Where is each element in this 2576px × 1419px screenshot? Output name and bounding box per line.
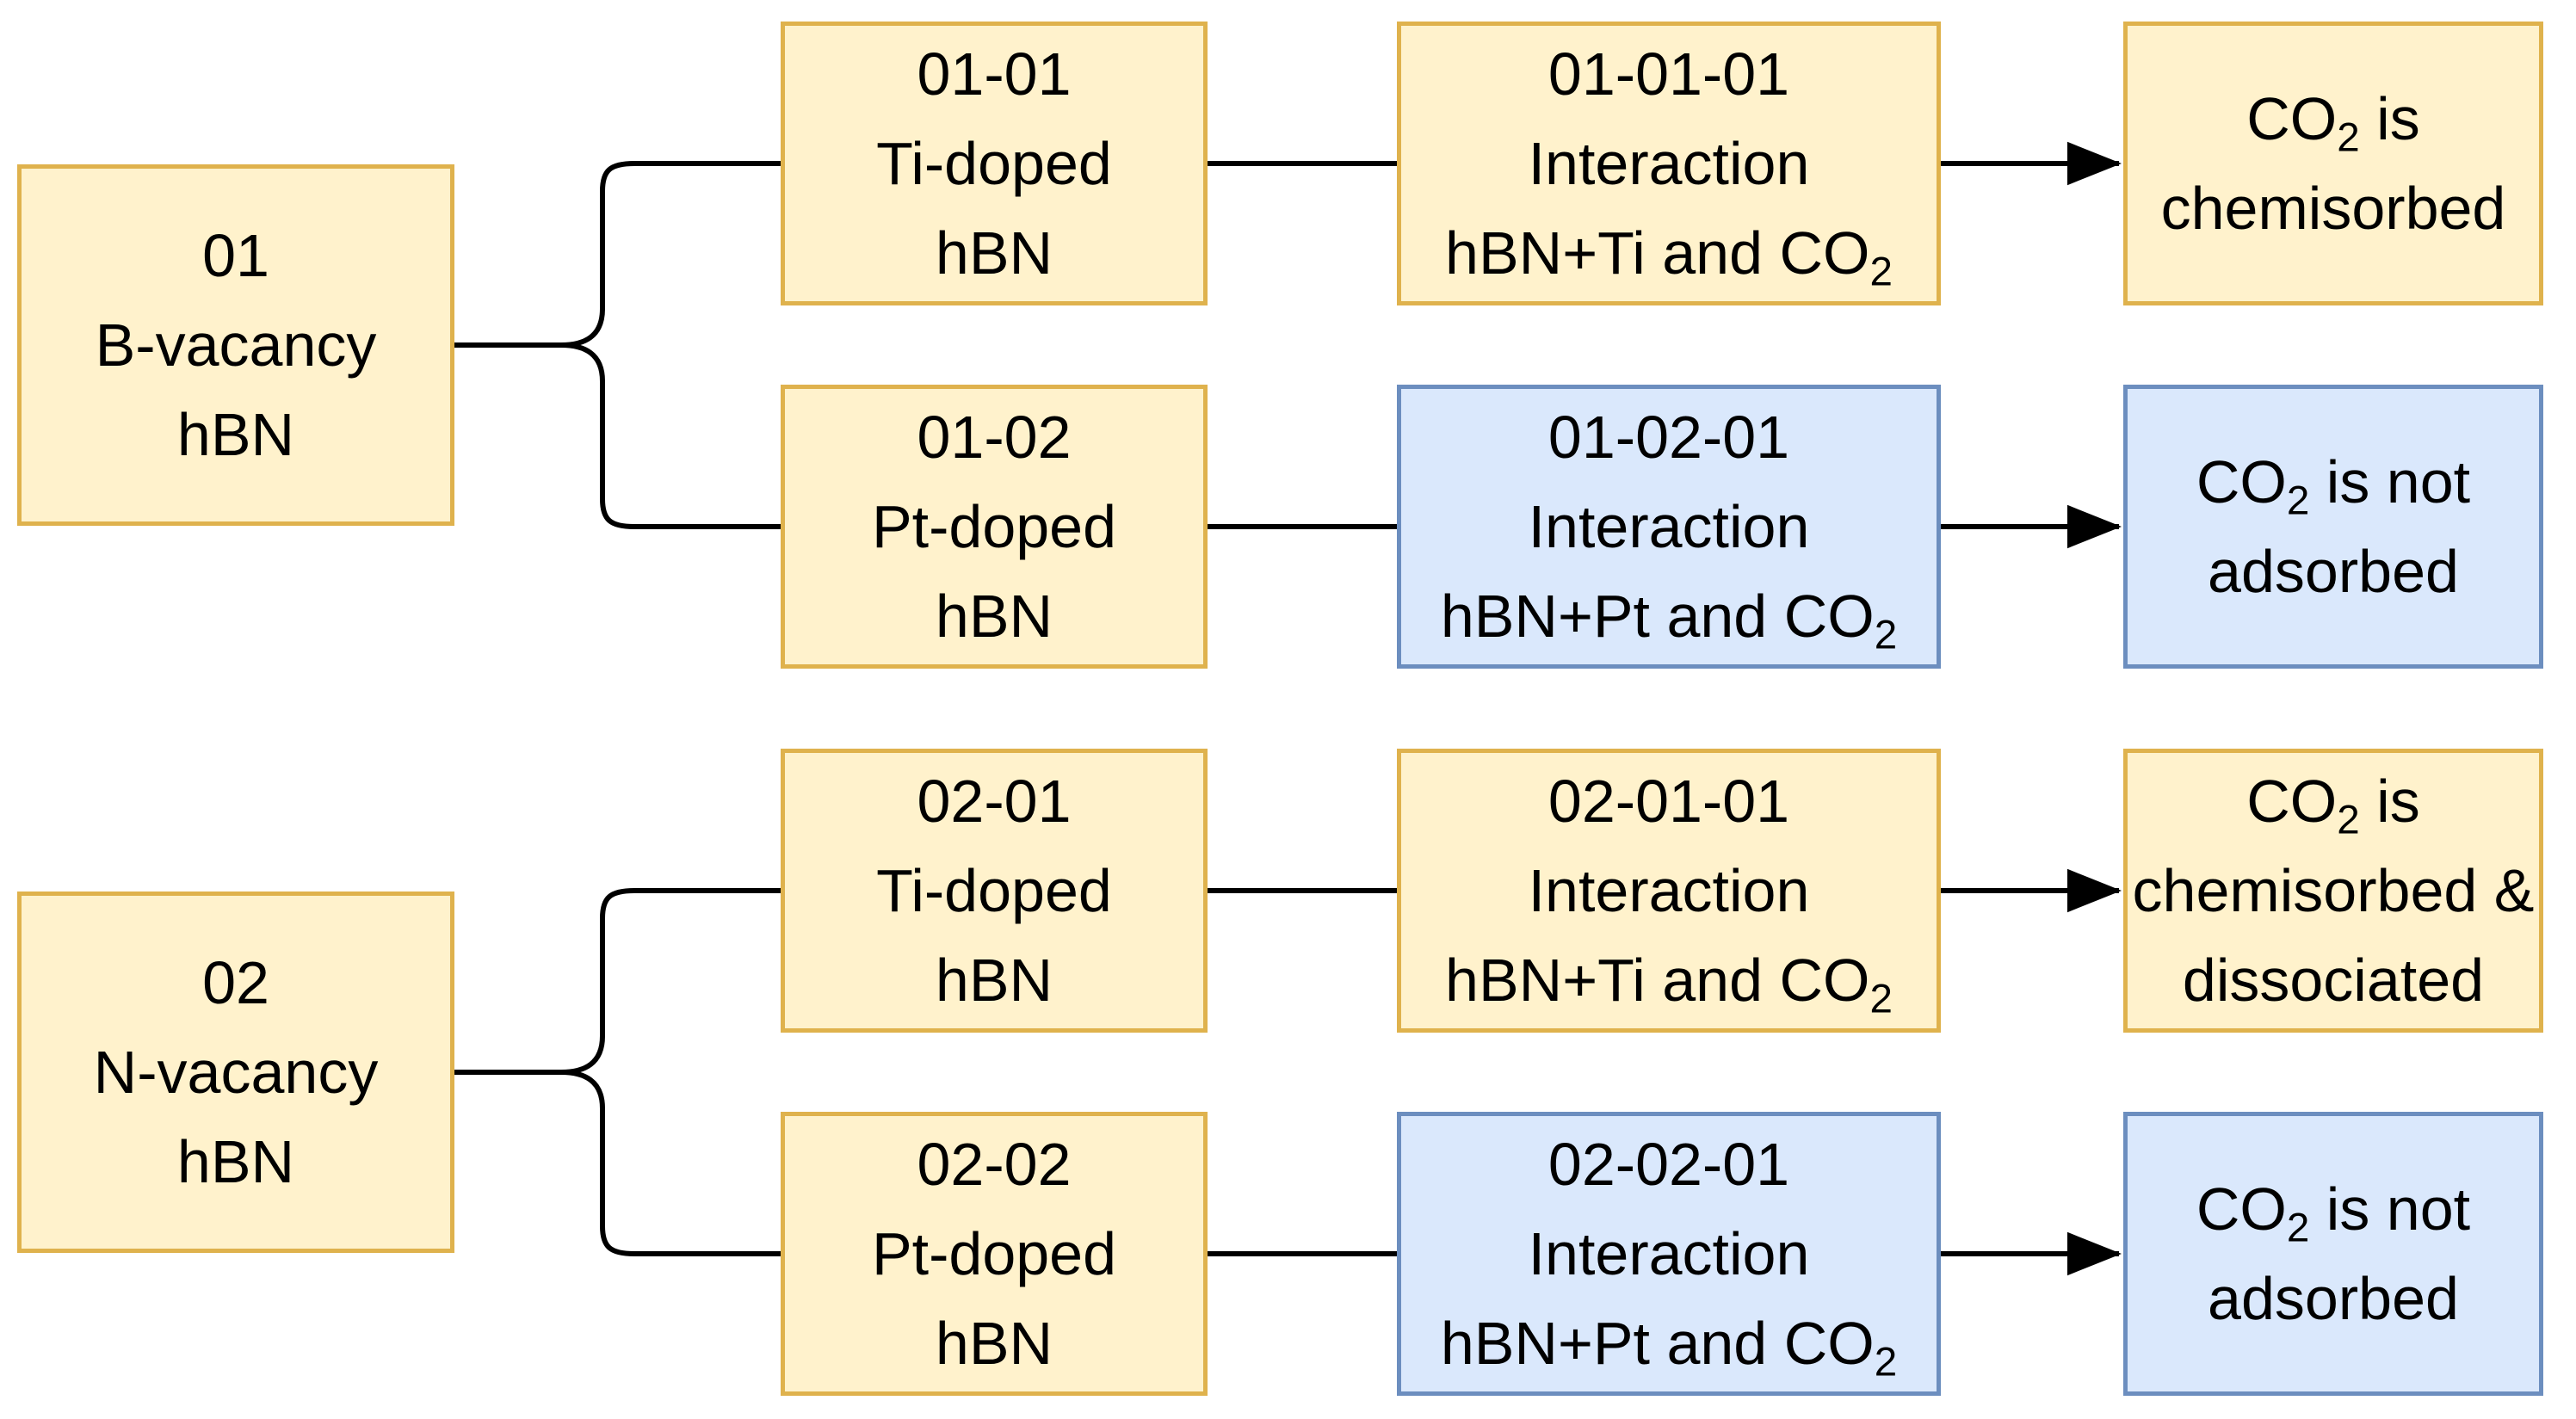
node-label-line: hBN: [935, 219, 1053, 287]
node-label-line: hBN+Pt and CO2: [1440, 583, 1898, 658]
node-label-line: hBN: [176, 1128, 295, 1195]
node-label-line: CO2 is: [2246, 768, 2420, 843]
subscript: 2: [2337, 114, 2360, 161]
brace-connector-lower: [454, 1070, 781, 1256]
node-label-line: CO2 is: [2246, 85, 2420, 161]
node-label-line: adsorbed: [2208, 1265, 2459, 1332]
node-result-1: CO2 is chemisorbed: [2123, 22, 2543, 305]
subscript: 2: [1869, 976, 1893, 1022]
node-label-line: hBN: [935, 947, 1053, 1014]
node-label-line: 01-01: [917, 40, 1072, 108]
node-label-line: chemisorbed &: [2132, 857, 2535, 924]
node-label-line: 02-02-01: [1547, 1131, 1790, 1198]
node-label-line: hBN+Ti and CO2: [1445, 947, 1893, 1022]
node-label-line: 01-01-01: [1547, 40, 1790, 108]
subscript: 2: [1874, 612, 1898, 658]
subscript: 2: [2337, 797, 2360, 843]
node-label-line: dissociated: [2182, 947, 2485, 1014]
node-label-line: chemisorbed: [2160, 175, 2506, 242]
node-label-line: 01-02-01: [1547, 404, 1790, 471]
node-label-line: 01: [202, 222, 269, 289]
node-label-line: hBN+Pt and CO2: [1440, 1310, 1898, 1385]
node-label-line: Interaction: [1528, 857, 1810, 924]
node-label-line: 01-02: [917, 404, 1072, 471]
node-label-line: 02: [202, 949, 269, 1016]
node-label-line: N-vacancy: [93, 1039, 379, 1106]
node-label-line: hBN: [176, 401, 295, 468]
node-label-line: 02-02: [917, 1131, 1072, 1198]
node-label-line: hBN: [935, 1310, 1053, 1377]
subscript: 2: [1874, 1339, 1898, 1385]
node-label-line: hBN: [935, 583, 1053, 650]
node-label-line: Interaction: [1528, 130, 1810, 197]
node-label-line: Pt-doped: [871, 493, 1117, 560]
node-label-line: Ti-doped: [876, 857, 1112, 924]
node-result-2: CO2 is not adsorbed: [2123, 385, 2543, 669]
subscript: 2: [2286, 1205, 2310, 1251]
subscript: 2: [2286, 478, 2310, 524]
node-label-line: 02-01: [917, 768, 1072, 835]
node-result-3: CO2 is chemisorbed & dissociated: [2123, 749, 2543, 1033]
brace-connector-upper: [454, 161, 781, 348]
node-label-line: B-vacancy: [95, 312, 377, 379]
node-result-4: CO2 is not adsorbed: [2123, 1112, 2543, 1396]
node-label-line: CO2 is not: [2196, 448, 2471, 524]
node-label-line: 02-01-01: [1547, 768, 1790, 835]
node-label-line: Pt-doped: [871, 1220, 1117, 1287]
node-label-line: Interaction: [1528, 1220, 1810, 1287]
subscript: 2: [1869, 249, 1893, 295]
node-label-line: Interaction: [1528, 493, 1810, 560]
node-label-line: adsorbed: [2208, 538, 2459, 605]
node-label-line: CO2 is not: [2196, 1175, 2471, 1251]
brace-connector-lower: [454, 342, 781, 529]
brace-connector-upper: [454, 888, 781, 1075]
node-label-line: Ti-doped: [876, 130, 1112, 197]
node-label-line: hBN+Ti and CO2: [1445, 219, 1893, 295]
